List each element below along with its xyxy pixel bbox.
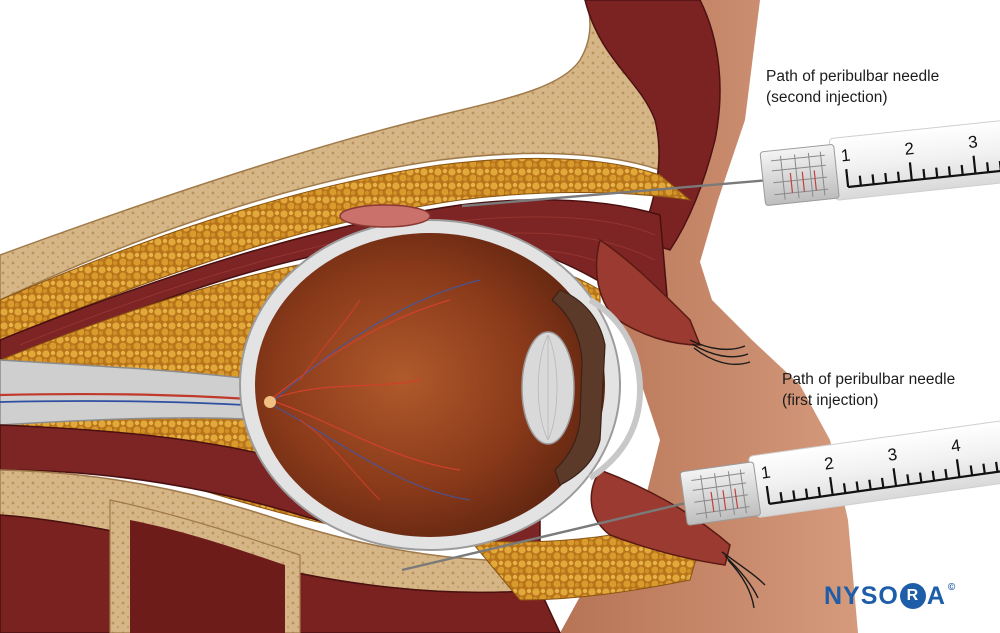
- upper-needle: [461, 178, 771, 208]
- lower-syringe-hub: [679, 461, 761, 526]
- lower-syringe-tick: [969, 465, 974, 476]
- superior-oblique-tendon: [339, 204, 431, 228]
- upper-syringe-tick: [960, 164, 964, 176]
- label-first-line-1: Path of peribulbar needle: [782, 371, 956, 388]
- upper-scale-number-3: 3: [967, 132, 978, 152]
- upper-syringe-tick: [908, 162, 913, 181]
- lower-syringe-tick: [955, 459, 961, 478]
- lower-syringe-tick: [892, 468, 898, 487]
- upper-syringe-hub: [759, 144, 840, 206]
- lower-syringe-tick: [944, 468, 948, 480]
- upper-scale-number-2: 2: [904, 139, 915, 159]
- logo-copyright-mark: ©: [947, 582, 957, 593]
- eyelashes: [689, 339, 766, 609]
- lower-syringe-tick: [855, 481, 860, 492]
- upper-eyelid: [595, 238, 702, 346]
- upper-syringe-tick: [922, 168, 926, 180]
- label-second-line-2: (second injection): [766, 89, 888, 106]
- central-vein: [0, 400, 263, 407]
- lower-syringe-scale-baseline: [769, 465, 1000, 505]
- lower-syringe-tick: [931, 470, 936, 481]
- iris: [551, 289, 606, 486]
- upper-syringe: 1 2 3: [759, 111, 1000, 206]
- upper-scale-number-1: 1: [840, 146, 851, 166]
- orbital-fat-upper: [0, 157, 692, 341]
- lower-syringe-tick: [765, 485, 771, 505]
- lower-syringe-tick: [817, 486, 822, 497]
- lower-scale-number-4: 4: [950, 436, 962, 456]
- upper-syringe-tick: [871, 174, 875, 185]
- lower-syringe: 1 2 3 4: [679, 414, 1000, 526]
- upper-syringe-tick: [972, 155, 977, 174]
- label-first-line-2: (first injection): [782, 392, 879, 409]
- lower-syringe-tick: [829, 476, 834, 496]
- lower-syringe-tick: [868, 479, 872, 490]
- logo-prefix: NYSO: [824, 581, 899, 610]
- optic-disc: [264, 396, 276, 408]
- lower-syringe-tick: [842, 483, 847, 494]
- label-first-injection: Path of peribulbar needle (first injecti…: [782, 369, 955, 411]
- upper-syringe-scale-baseline: [848, 161, 1000, 189]
- lower-scale-number-3: 3: [886, 445, 898, 465]
- lower-syringe-tick: [994, 461, 999, 472]
- logo-ring-letter: R: [899, 583, 926, 609]
- lower-syringe-tick: [779, 492, 784, 503]
- sinus-cavity: [130, 520, 285, 633]
- lower-syringe-tick: [804, 488, 809, 499]
- lower-scale-number-2: 2: [823, 454, 835, 474]
- vitreous-chamber: [255, 233, 605, 537]
- upper-syringe-tick: [884, 172, 888, 184]
- upper-syringe-tick: [986, 162, 990, 173]
- lower-syringe-tick: [906, 474, 910, 485]
- central-artery: [0, 392, 263, 402]
- cornea: [588, 297, 644, 481]
- label-second-injection: Path of peribulbar needle (second inject…: [766, 66, 939, 108]
- lower-syringe-tick: [982, 463, 986, 474]
- lower-syringe-tick: [918, 472, 923, 483]
- upper-syringe-tick: [858, 175, 862, 186]
- lower-scale-number-1: 1: [760, 463, 772, 483]
- lower-syringe-ticks: [765, 459, 1000, 505]
- upper-syringe-tick: [947, 166, 952, 177]
- lower-needle: [401, 500, 691, 572]
- upper-syringe-tick: [845, 168, 850, 188]
- logo-suffix: A: [926, 581, 946, 610]
- upper-syringe-tick: [935, 167, 939, 178]
- label-second-line-1: Path of peribulbar needle: [766, 68, 940, 85]
- retinal-vessels: [269, 279, 481, 501]
- lower-syringe-tick: [792, 490, 796, 501]
- upper-syringe-tick: [896, 171, 901, 182]
- lens-fibers: [537, 334, 558, 441]
- lower-eyelid: [590, 469, 731, 566]
- nysora-logo: NYSO R A ©: [824, 580, 956, 612]
- lower-lid-fat: [468, 529, 701, 601]
- lower-syringe-tick: [880, 477, 885, 489]
- upper-syringe-ticks: [845, 155, 1000, 189]
